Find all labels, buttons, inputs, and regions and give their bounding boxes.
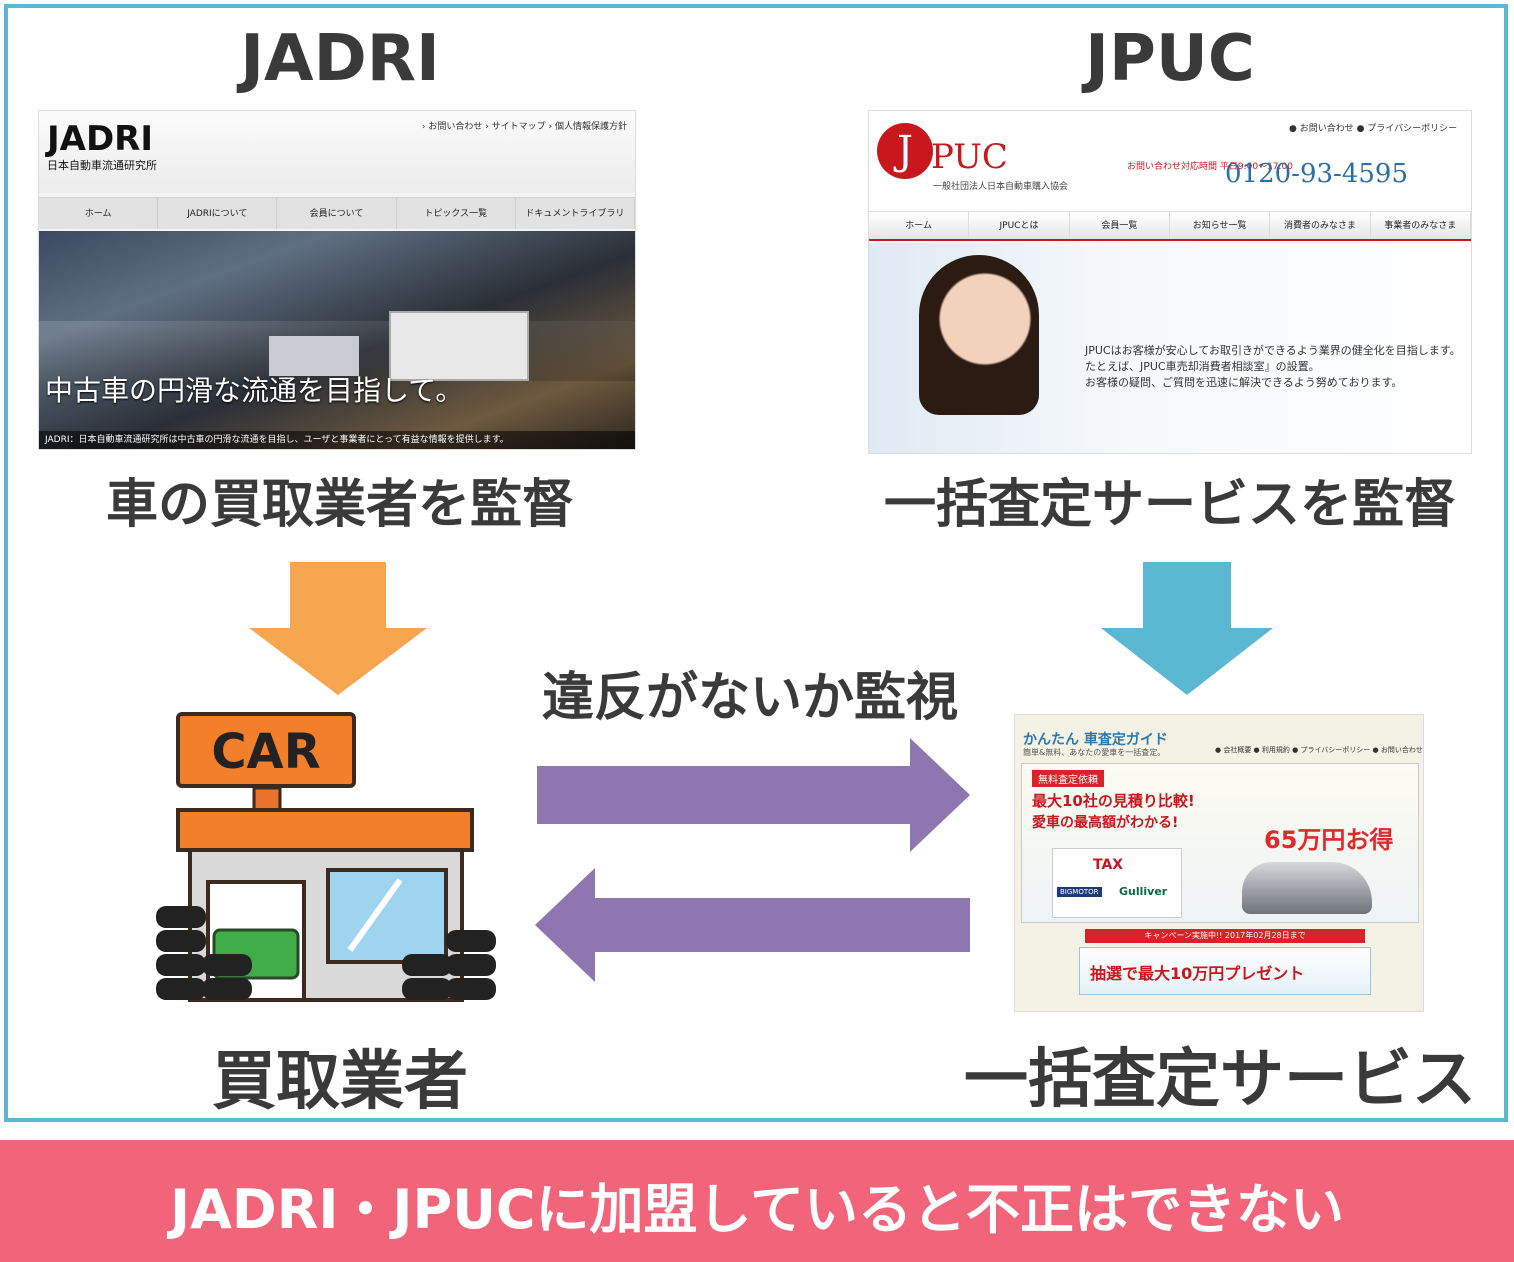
car-sign-text: CAR	[211, 724, 320, 780]
guide-headline-1: 最大10社の見積り比較!	[1032, 792, 1195, 810]
orange-down-arrow	[249, 562, 427, 695]
suv-image	[1242, 862, 1372, 914]
jadri-site-links: › お問い合わせ › サイトマップ › 個人情報保護方針	[421, 122, 627, 132]
jpuc-site-header: J PUC 一般社団法人日本自動車購入協会 ● お問い合わせ ● プライバシーポ…	[869, 111, 1471, 211]
jpuc-hero-copy: JPUCはお客様が安心してお取引きができるよう業界の健全化を目指します。 たとえ…	[1085, 343, 1461, 391]
jpuc-heading: JPUC	[1085, 22, 1255, 96]
buyer-caption: 買取業者	[212, 1045, 468, 1119]
jpuc-nav-item: ホーム	[869, 212, 970, 239]
truck-image	[389, 311, 529, 381]
tax-logo: TAX	[1093, 857, 1124, 873]
jpuc-copy-line: JPUCはお客様が安心してお取引きができるよう業界の健全化を目指します。	[1085, 344, 1461, 357]
jpuc-org-name: 一般社団法人日本自動車購入協会	[933, 182, 1069, 192]
jadri-nav-item: トピックス一覧	[397, 198, 516, 229]
window-glare	[347, 878, 403, 952]
store-roof	[176, 808, 474, 852]
guide-subtitle: 簡単&無料、あなたの愛車を一括査定。	[1023, 748, 1166, 757]
jpuc-website-screenshot: J PUC 一般社団法人日本自動車購入協会 ● お問い合わせ ● プライバシーポ…	[868, 110, 1472, 454]
jadri-site-subtitle: 日本自動車流通研究所	[47, 159, 157, 172]
van-image	[269, 336, 359, 376]
jadri-nav-item: 会員について	[277, 198, 397, 229]
jadri-site-header: JADRI 日本自動車流通研究所 › お問い合わせ › サイトマップ › 個人情…	[39, 111, 635, 193]
jadri-site-logo: JADRI	[47, 119, 154, 159]
jpuc-copy-line: たとえば、JPUC車売却消費者相談室』の設置。	[1085, 360, 1320, 373]
jpuc-phone: 0120-93-4595	[1225, 159, 1408, 189]
gulliver-logo: Gulliver	[1119, 885, 1168, 898]
store-window	[326, 868, 448, 964]
monitor-label: 違反がないか監視	[541, 668, 958, 728]
partner-logos: TAX BIGMOTOR Gulliver	[1052, 848, 1182, 918]
jpuc-nav-item: 事業者のみなさま	[1371, 212, 1471, 239]
guide-hero: 無料査定依頼 最大10社の見積り比較! 愛車の最高額がわかる! 65万円お得も!…	[1021, 763, 1419, 923]
jadri-site-nav: ホーム JADRIについて 会員について トピックス一覧 ドキュメントライブラリ	[39, 197, 635, 229]
service-caption: 一括査定サービス	[964, 1043, 1476, 1117]
sign-board	[176, 712, 356, 788]
purple-right-arrow	[537, 738, 970, 852]
tire-stack-right	[402, 930, 496, 1000]
jpuc-nav-item: 消費者のみなさま	[1270, 212, 1371, 239]
assessment-site-screenshot: かんたん 車査定ガイド 簡単&無料、あなたの愛車を一括査定。 ● 会社概要 ● …	[1014, 714, 1424, 1012]
jpuc-site-links: ● お問い合わせ ● プライバシーポリシー	[1289, 124, 1458, 134]
jadri-nav-item: ドキュメントライブラリ	[516, 198, 635, 229]
guide-headline-2: 愛車の最高額がわかる!	[1032, 815, 1179, 831]
jpuc-nav-item: JPUCとは	[969, 212, 1070, 239]
campaign-banner: キャンペーン実施中!! 2017年02月28日まで	[1085, 929, 1365, 943]
conclusion-banner	[0, 1140, 1514, 1262]
sign-post	[252, 786, 282, 812]
free-quote-badge: 無料査定依頼	[1032, 770, 1104, 787]
jadri-slogan: 中古車の円滑な流通を目指して。	[45, 374, 464, 407]
jpuc-nav-item: 会員一覧	[1070, 212, 1170, 239]
purple-left-arrow	[535, 868, 970, 982]
jpuc-caption: 一括査定サービスを監督	[883, 475, 1456, 535]
jadri-hero-footer: JADRI：日本自動車流通研究所は中古車の円滑な流通を目指し、ユーザと事業者にと…	[39, 431, 635, 449]
jpuc-logo-circle: J	[877, 123, 933, 179]
jpuc-logo-text: PUC	[931, 137, 1008, 177]
jpuc-site-nav: ホーム JPUCとは 会員一覧 お知らせ一覧 消費者のみなさま 事業者のみなさま	[869, 211, 1471, 241]
prize-banner: 抽選で最大10万円プレゼント	[1079, 947, 1371, 995]
jadri-website-screenshot: JADRI 日本自動車流通研究所 › お問い合わせ › サイトマップ › 個人情…	[38, 110, 636, 450]
guide-nav: ● 会社概要 ● 利用規約 ● プライバシーポリシー ● お問い合わせ	[1215, 746, 1423, 754]
operator-photo	[919, 255, 1039, 415]
jadri-heading: JADRI	[240, 22, 440, 96]
guide-title: かんたん 車査定ガイド	[1023, 732, 1168, 748]
bigmotor-logo: BIGMOTOR	[1057, 887, 1102, 897]
car-store-illustration: CAR	[156, 712, 496, 1002]
jadri-nav-item: JADRIについて	[158, 198, 278, 229]
jadri-hero-image: 中古車の円滑な流通を目指して。 JADRI：日本自動車流通研究所は中古車の円滑な…	[39, 231, 635, 449]
tire-stack-left	[156, 906, 252, 1000]
blue-down-arrow	[1101, 562, 1273, 695]
jadri-caption: 車の買取業者を監督	[105, 475, 574, 535]
jpuc-nav-item: お知らせ一覧	[1170, 212, 1271, 239]
jpuc-hours: お問い合わせ対応時間 平日9:00〜17:00	[1127, 162, 1294, 172]
jpuc-hero-image: JPUCはお客様が安心してお取引きができるよう業界の健全化を目指します。 たとえ…	[869, 243, 1471, 453]
prize-text: 抽選で最大10万円プレゼント	[1090, 964, 1305, 983]
conclusion-text: JADRI・JPUCに加盟していると不正はできない	[170, 1178, 1344, 1241]
jpuc-copy-line: お客様の疑問、ご質問を迅速に解決できるよう努めております。	[1085, 376, 1403, 389]
jadri-nav-item: ホーム	[39, 198, 159, 229]
